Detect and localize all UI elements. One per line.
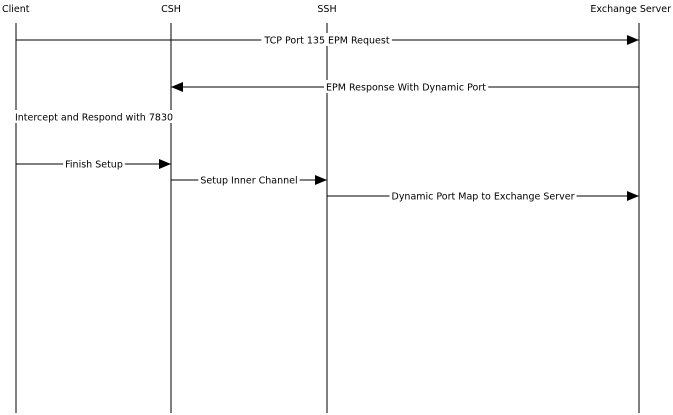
participant-label-exchange-server: Exchange Server xyxy=(590,4,671,15)
message-label: Intercept and Respond with 7830 xyxy=(15,113,173,124)
message-dynamic-port-map-to-exchange-server: Dynamic Port Map to Exchange Server xyxy=(327,189,639,203)
participant-label-client: Client xyxy=(2,4,30,15)
message-setup-inner-channel: Setup Inner Channel xyxy=(171,173,327,187)
message-label-backdrop xyxy=(389,189,577,202)
message-label-backdrop xyxy=(198,173,300,186)
message-label: Setup Inner Channel xyxy=(200,176,297,187)
message-epm-response-with-dynamic-port: EPM Response With Dynamic Port xyxy=(171,80,639,94)
message-label: Finish Setup xyxy=(65,160,123,171)
message-label: TCP Port 135 EPM Request xyxy=(263,36,389,47)
message-label-backdrop xyxy=(63,157,125,170)
participant-label-csh: CSH xyxy=(161,4,181,15)
message-label-backdrop xyxy=(261,33,392,46)
participant-label-ssh: SSH xyxy=(317,4,336,15)
message-tcp-port-135-epm-request: TCP Port 135 EPM Request xyxy=(16,33,639,47)
message-label: Dynamic Port Map to Exchange Server xyxy=(392,192,575,203)
message-intercept-and-respond-with-7830: Intercept and Respond with 7830 xyxy=(12,110,176,124)
message-label: EPM Response With Dynamic Port xyxy=(326,83,486,94)
message-label-backdrop xyxy=(12,110,176,123)
message-finish-setup: Finish Setup xyxy=(16,157,171,171)
message-label-backdrop xyxy=(324,80,489,93)
